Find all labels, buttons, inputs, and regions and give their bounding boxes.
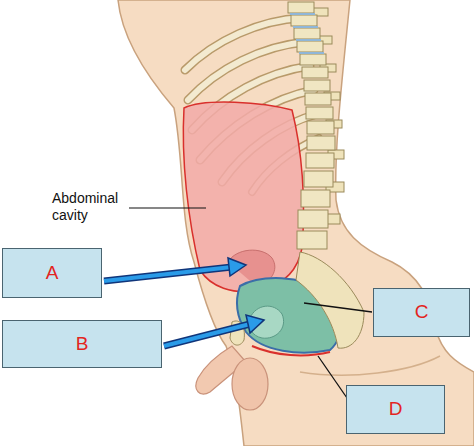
- pelvic-floor: [252, 346, 330, 355]
- region-label: Abdominal cavity: [52, 190, 126, 224]
- box-letter: C: [415, 302, 429, 323]
- thigh-line: [300, 356, 440, 375]
- pointer-arrow: [164, 315, 264, 346]
- label-box: B: [2, 320, 162, 368]
- spine: [288, 2, 344, 249]
- leader-line: [129, 207, 206, 208]
- label-box: C: [373, 288, 470, 337]
- abdominal-cavity: [183, 102, 303, 292]
- sacrum: [296, 252, 364, 348]
- leader-line: [318, 356, 347, 398]
- discs: [290, 13, 324, 54]
- box-letter: B: [76, 334, 89, 355]
- pointer-arrow: [104, 258, 246, 281]
- box-letter: A: [46, 263, 59, 284]
- body-outline: [118, 0, 474, 446]
- box-letter: D: [389, 399, 403, 420]
- label-box: A: [2, 248, 102, 298]
- scrotum: [232, 358, 268, 410]
- leader-line: [304, 303, 372, 312]
- label-box: D: [346, 385, 445, 434]
